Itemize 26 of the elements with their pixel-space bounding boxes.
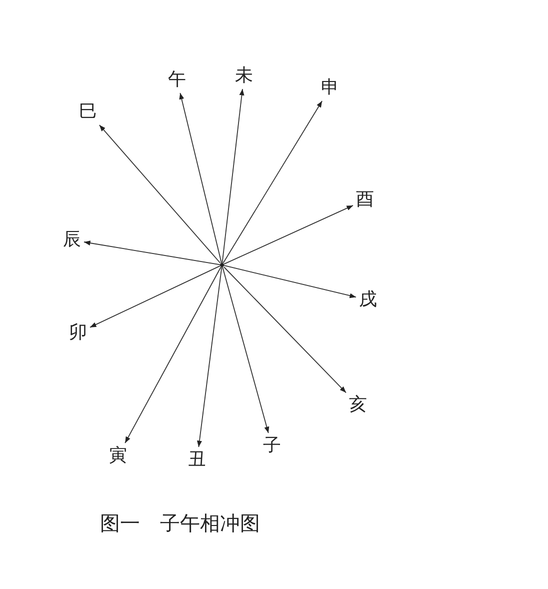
branch-label: 辰 — [61, 228, 83, 252]
arrow — [224, 205, 354, 265]
arrow — [124, 266, 222, 444]
branch-label: 卯 — [67, 321, 89, 345]
center-point — [220, 263, 224, 267]
arrow — [179, 92, 222, 264]
arrow — [222, 266, 270, 434]
branch-label: 午 — [166, 68, 188, 92]
arrow — [224, 266, 346, 394]
arrow — [222, 88, 244, 264]
branch-label: 寅 — [107, 444, 129, 468]
arrow — [98, 124, 221, 264]
branch-label: 巳 — [77, 100, 99, 124]
branch-label: 未 — [233, 64, 255, 88]
branch-label: 酉 — [354, 188, 376, 212]
branch-label: 亥 — [347, 393, 369, 417]
arrow — [224, 265, 356, 298]
branch-label: 子 — [261, 434, 283, 458]
branch-label: 丑 — [186, 448, 208, 472]
arrow — [222, 100, 323, 264]
arrow — [196, 266, 222, 448]
figure-caption: 图一 子午相冲图 — [100, 510, 260, 537]
arrow — [90, 266, 220, 328]
branch-label: 申 — [319, 76, 341, 100]
branch-label: 戌 — [357, 288, 379, 312]
arrow — [84, 240, 220, 266]
